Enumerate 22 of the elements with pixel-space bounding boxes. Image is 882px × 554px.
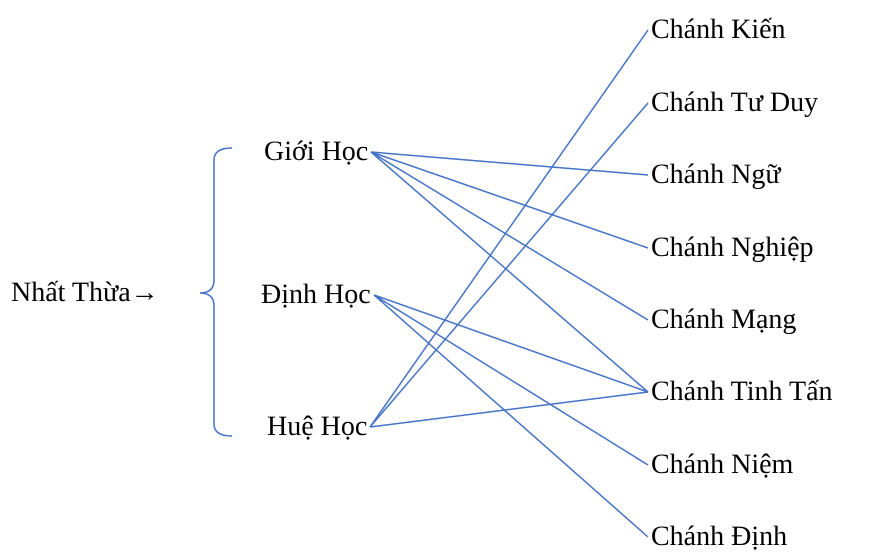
connector-line <box>369 30 649 428</box>
node-label: Chánh Nghiệp <box>651 232 814 264</box>
node-label: Chánh Tư Duy <box>651 87 818 119</box>
connector-line <box>370 151 648 393</box>
node-label: Chánh Mạng <box>651 304 796 336</box>
connector-line <box>370 151 648 249</box>
connector-line <box>374 294 648 393</box>
node-label: Chánh Kiến <box>651 14 786 46</box>
node-label: Chánh Niệm <box>651 449 794 481</box>
node-label: Chánh Định <box>651 521 788 553</box>
node-label: Nhất Thừa→ <box>11 277 159 309</box>
node-label: Giới Học <box>264 136 368 168</box>
connector-line <box>370 391 648 428</box>
connector-line <box>370 151 648 176</box>
node-label: Chánh Tinh Tấn <box>651 376 833 408</box>
connector-line <box>370 151 648 321</box>
connector-line <box>374 294 648 466</box>
connector-line <box>369 102 649 428</box>
node-label: Chánh Ngữ <box>651 159 780 191</box>
node-label: Định Học <box>261 279 371 311</box>
connector-line <box>374 294 648 538</box>
node-label: Huệ Học <box>267 411 368 443</box>
